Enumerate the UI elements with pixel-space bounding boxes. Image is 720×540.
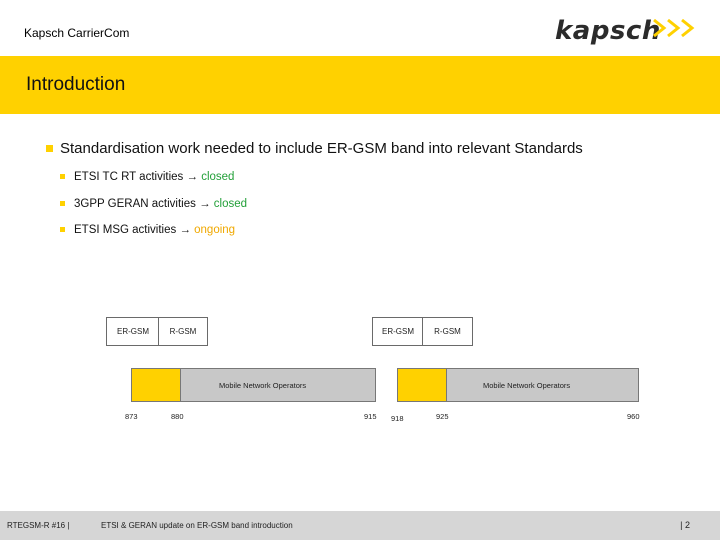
uplink-er-gsm-band (131, 368, 182, 402)
downlink-freq-start: 918 (391, 414, 404, 423)
downlink-er-gsm-label: ER-GSM (372, 317, 424, 346)
sub-bullet-text: ETSI TC RT activities (74, 171, 187, 183)
downlink-er-gsm-band (397, 368, 448, 402)
status-closed: closed (201, 171, 235, 183)
status-closed: closed (213, 198, 248, 210)
sub-bullet-text: 3GPP GERAN activities (74, 198, 200, 210)
footer-page-number: | 2 (680, 520, 690, 530)
bullet-square-icon (60, 227, 65, 232)
uplink-freq-end: 915 (364, 412, 377, 421)
arrow-right-icon: → (199, 198, 211, 210)
uplink-freq-mid: 880 (171, 412, 184, 421)
status-ongoing: ongoing (194, 224, 236, 236)
logo-chevrons-icon (653, 18, 695, 38)
kapsch-logo: kapsch (555, 14, 700, 50)
downlink-operators-label: Mobile Network Operators (483, 381, 571, 390)
bullet-square-icon (60, 174, 65, 179)
downlink-r-gsm-label: R-GSM (422, 317, 473, 346)
uplink-operators-band (180, 368, 376, 402)
company-name: Kapsch CarrierCom (24, 26, 130, 40)
page-title: Introduction (26, 74, 126, 95)
uplink-freq-start: 873 (125, 412, 138, 421)
arrow-right-icon: → (186, 171, 198, 183)
bullet-square-icon (46, 145, 53, 152)
title-bar: Introduction (0, 56, 720, 114)
footer-meeting-ref: RTEGSM-R #16 | (7, 521, 70, 530)
arrow-right-icon: → (179, 224, 191, 236)
uplink-r-gsm-label: R-GSM (158, 317, 208, 346)
uplink-er-gsm-label: ER-GSM (106, 317, 160, 346)
uplink-operators-label: Mobile Network Operators (219, 381, 307, 390)
downlink-freq-end: 960 (627, 412, 640, 421)
footer: RTEGSM-R #16 | ETSI & GERAN update on ER… (0, 511, 720, 540)
downlink-freq-mid: 925 (436, 412, 449, 421)
sub-bullet-text: ETSI MSG activities (74, 224, 180, 236)
downlink-operators-band (446, 368, 639, 402)
main-bullet-text: Standardisation work needed to include E… (60, 140, 583, 157)
logo-wordmark: kapsch (555, 16, 661, 46)
footer-presentation-title: ETSI & GERAN update on ER-GSM band intro… (101, 521, 293, 530)
bullet-square-icon (60, 201, 65, 206)
